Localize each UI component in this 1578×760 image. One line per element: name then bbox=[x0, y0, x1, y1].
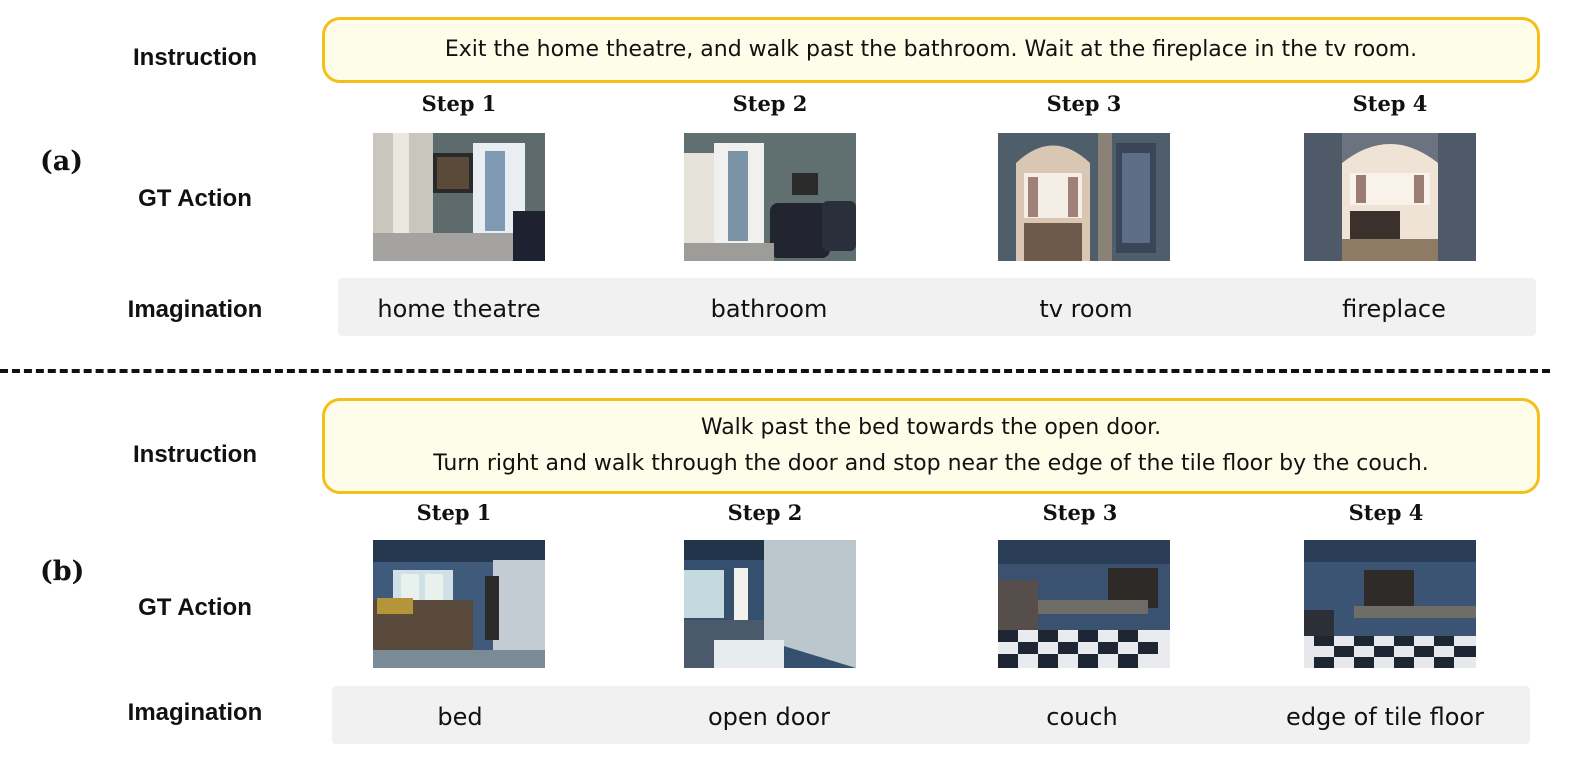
imagination-text: tv room bbox=[1039, 295, 1133, 323]
imagination-text: edge of tile floor bbox=[1286, 703, 1484, 731]
imagination-text: couch bbox=[1046, 703, 1118, 731]
imagination-text: bed bbox=[437, 703, 483, 731]
archway-to-tv-room-photo bbox=[998, 133, 1170, 261]
panel-label: (a) bbox=[40, 146, 84, 177]
instruction-row-label: Instruction bbox=[133, 441, 257, 468]
panel-label: (b) bbox=[40, 556, 85, 587]
dining-room-tile-floor-photo bbox=[1304, 540, 1476, 668]
step-label: Step 4 bbox=[1352, 91, 1428, 116]
imagination-row-label: Imagination bbox=[127, 699, 263, 726]
instruction-row-label: Instruction bbox=[133, 44, 257, 71]
imagination-text: home theatre bbox=[377, 295, 541, 323]
instruction-line: Walk past the bed towards the open door. bbox=[700, 415, 1162, 440]
step-label: Step 4 bbox=[1348, 500, 1424, 525]
step-label: Step 1 bbox=[416, 500, 492, 525]
bedroom-with-bed-photo bbox=[373, 540, 545, 668]
step-label: Step 1 bbox=[421, 91, 497, 116]
bedroom-open-door-photo bbox=[684, 540, 856, 668]
imagination-text: fireplace bbox=[1342, 295, 1446, 323]
gt-action-row-label: GT Action bbox=[138, 594, 252, 621]
instruction-box: Exit the home theatre, and walk past the… bbox=[322, 17, 1540, 83]
imagination-band bbox=[338, 278, 1536, 336]
home-theatre-recliners-photo bbox=[684, 133, 856, 261]
home-theatre-doorway-photo bbox=[373, 133, 545, 261]
gt-action-row-label: GT Action bbox=[138, 185, 252, 212]
tv-room-through-arch-photo bbox=[1304, 133, 1476, 261]
step-label: Step 2 bbox=[727, 500, 803, 525]
step-label: Step 3 bbox=[1046, 91, 1122, 116]
step-label: Step 2 bbox=[732, 91, 808, 116]
imagination-text: open door bbox=[708, 703, 830, 731]
panel-divider bbox=[0, 369, 1550, 373]
imagination-row-label: Imagination bbox=[127, 296, 263, 323]
panel-b: (b) Instruction Walk past the bed toward… bbox=[0, 386, 1578, 760]
instruction-box: Walk past the bed towards the open door.… bbox=[322, 398, 1540, 494]
imagination-text: bathroom bbox=[710, 295, 828, 323]
dining-room-checkered-floor-photo bbox=[998, 540, 1170, 668]
instruction-line: Exit the home theatre, and walk past the… bbox=[444, 37, 1418, 62]
instruction-line: Turn right and walk through the door and… bbox=[433, 451, 1429, 476]
imagination-band bbox=[332, 686, 1530, 744]
panel-a: (a) Instruction Exit the home theatre, a… bbox=[0, 0, 1578, 360]
step-label: Step 3 bbox=[1042, 500, 1118, 525]
